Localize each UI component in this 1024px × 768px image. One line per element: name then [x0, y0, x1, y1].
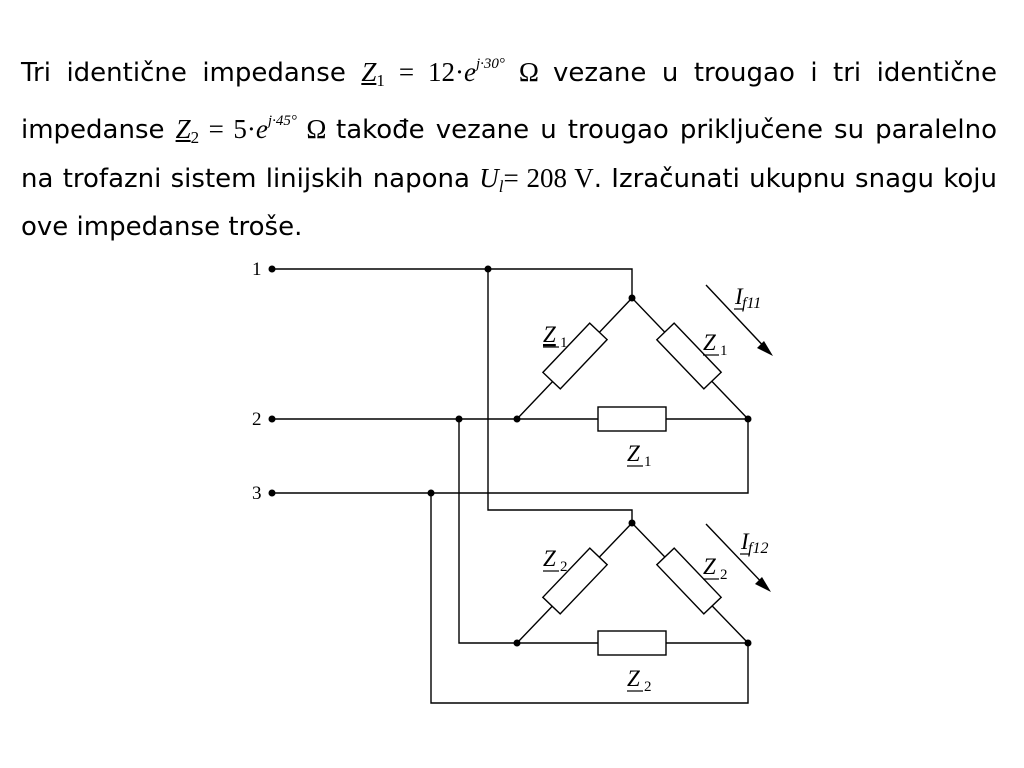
- svg-text:I: I: [740, 529, 750, 554]
- z1-formula: Z1 = 12·ej·30° Ω: [361, 56, 539, 90]
- junction-dot: [455, 415, 463, 423]
- wire-line-1: [272, 268, 633, 298]
- svg-text:2: 2: [560, 559, 568, 575]
- z2-left-resistor: [541, 547, 609, 615]
- wire-tap-1: [487, 269, 633, 523]
- z2-right-label: Z 2: [703, 554, 728, 583]
- terminal-label-1: 1: [252, 259, 262, 280]
- terminal-label-2: 2: [252, 409, 262, 430]
- text-part2: vezane u trougao i tri identične impedan…: [21, 58, 998, 145]
- z1-bottom-resistor: [597, 406, 667, 432]
- svg-text:1: 1: [560, 335, 568, 351]
- current-arrow-1: [705, 284, 771, 354]
- junction-dot: [744, 639, 752, 647]
- current-label-1: I f11: [734, 284, 761, 312]
- svg-text:f11: f11: [742, 295, 761, 312]
- terminal-dot-1: [268, 265, 276, 273]
- svg-text:Z: Z: [703, 330, 716, 355]
- svg-text:1: 1: [720, 343, 728, 359]
- text-part4: . Izračunati ukupnu snagu koju ove imped…: [21, 164, 998, 242]
- svg-text:Z: Z: [627, 441, 640, 466]
- svg-text:f12: f12: [748, 540, 768, 557]
- terminal-label-3: 3: [252, 483, 262, 504]
- junction-dot: [513, 415, 521, 423]
- wire-line-3: [272, 419, 749, 494]
- svg-text:1: 1: [644, 454, 652, 470]
- svg-text:Z: Z: [703, 554, 716, 579]
- junction-dot: [484, 265, 492, 273]
- z1-right-label: Z 1: [703, 330, 728, 359]
- z2-bottom-resistor: [597, 630, 667, 656]
- z2-bottom-label: Z 2: [627, 666, 652, 695]
- junction-dot: [628, 519, 636, 527]
- z1-left-resistor: [541, 322, 609, 390]
- ul-formula: Ul= 208 V: [479, 163, 594, 196]
- text-part1: Tri identične impedanse: [21, 58, 346, 88]
- terminal-dot-2: [268, 415, 276, 423]
- arrowhead-2: [755, 577, 771, 592]
- svg-text:Z: Z: [543, 546, 556, 571]
- z2-formula: Z2 = 5·ej·45° Ω: [175, 113, 327, 147]
- svg-text:2: 2: [644, 679, 652, 695]
- arrowhead-1: [757, 341, 773, 356]
- svg-text:Z: Z: [627, 666, 640, 691]
- junction-dot: [744, 415, 752, 423]
- svg-text:I: I: [734, 284, 744, 309]
- junction-dot: [513, 639, 521, 647]
- current-label-2: I f12: [740, 529, 768, 557]
- z1-left-label: Z 1: [543, 322, 568, 351]
- svg-text:Z: Z: [543, 322, 556, 347]
- terminal-dot-3: [268, 489, 276, 497]
- problem-statement: Tri identične impedanse Z1 = 12·ej·30° Ω…: [21, 44, 997, 248]
- wire-tap-3: [430, 493, 749, 704]
- z2-right-resistor: [655, 547, 723, 615]
- z1-right-resistor: [655, 322, 723, 390]
- svg-text:2: 2: [720, 567, 728, 583]
- junction-dot: [427, 489, 435, 497]
- junction-dot: [628, 294, 636, 302]
- text-part3: takođe vezane u trougao priključene su p…: [21, 115, 998, 194]
- z2-left-label: Z 2: [543, 546, 568, 575]
- current-arrow-2: [705, 523, 769, 590]
- z1-bottom-label: Z 1: [627, 441, 652, 470]
